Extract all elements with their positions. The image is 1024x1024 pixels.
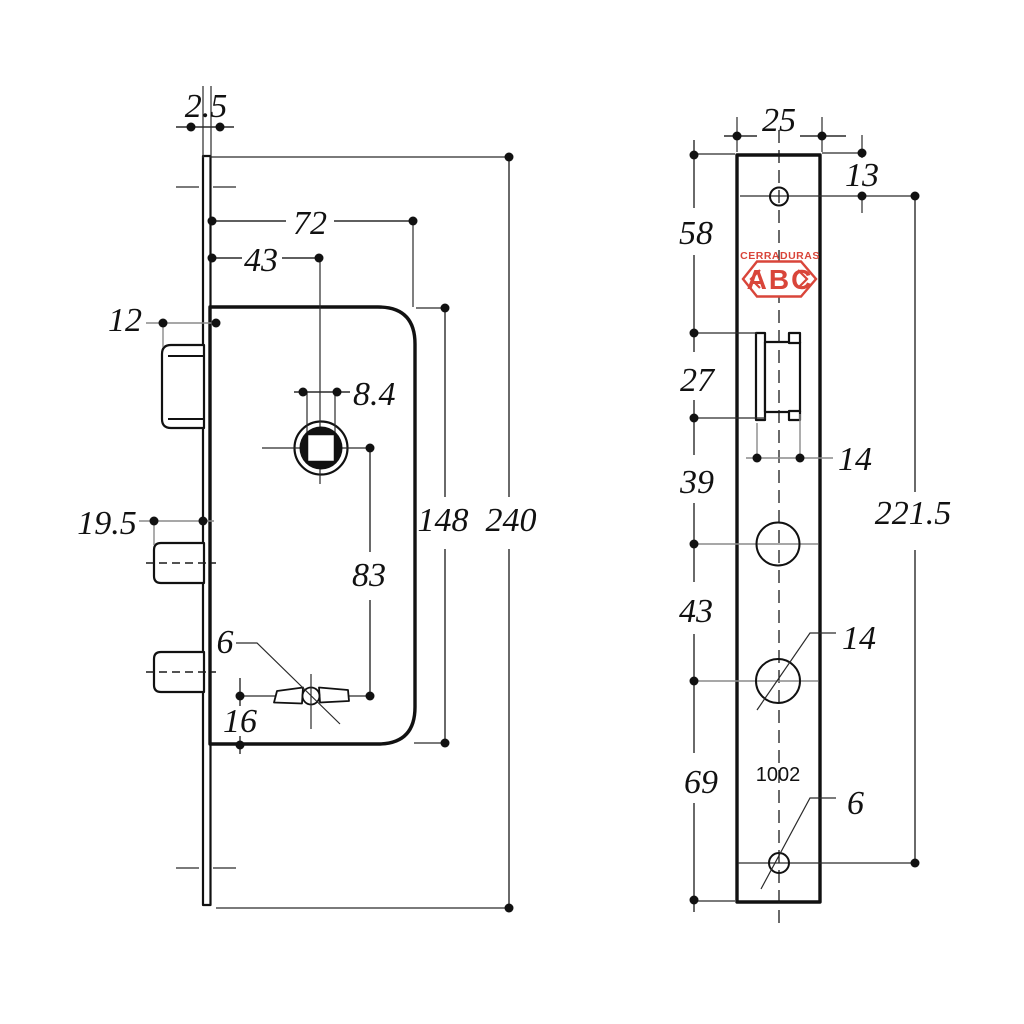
dim-keyhole-to-bottom: 16	[223, 703, 257, 740]
front-view-labels: 25 13 58 27 14 39 221.5 43 14 69 6 1002	[679, 102, 951, 822]
dim-spindle-square: 8.4	[353, 376, 396, 413]
dim-body-height: 148	[418, 502, 469, 539]
dim-latch-cutout-height: 27	[680, 362, 716, 399]
side-view-labels: 2.5 72 43 12 8.4 19.5 148 240 83 6 16	[77, 88, 536, 740]
latch-cutout-top-tab	[787, 331, 802, 345]
dim-backset: 43	[244, 242, 278, 279]
spindle-hub	[299, 426, 343, 470]
side-view-objects	[152, 154, 417, 907]
spindle-hole-front	[755, 521, 801, 567]
side-view-dim-lines	[139, 86, 510, 909]
dim-faceplate-thickness: 2.5	[185, 88, 228, 125]
keyhole-wing-right	[318, 686, 350, 704]
dim-faceplate-width: 25	[762, 102, 796, 139]
break-marks	[176, 186, 236, 869]
dim-cylinder-to-bottom: 69	[684, 764, 718, 801]
dim-faceplate-length: 240	[486, 502, 537, 539]
dim-latch-offset: 12	[108, 302, 142, 339]
model-number: 1002	[756, 764, 801, 786]
dim-bottom-hole-diameter: 6	[847, 785, 864, 822]
latch-cutout-bottom-tab	[787, 409, 802, 422]
logo-text-abc: ABC	[747, 264, 814, 295]
dim-spindle-to-cylinder: 43	[679, 593, 713, 630]
latch-cutout-left-strip	[754, 331, 767, 422]
dim-keyhole-diameter: 6	[217, 624, 234, 661]
dim-body-depth: 72	[293, 205, 327, 242]
brand-logo: CERRADURAS ABC	[740, 250, 820, 298]
bottom-screw-hole	[768, 852, 790, 874]
latch-bolt-side	[160, 343, 206, 430]
leader-keyhole-6	[236, 642, 341, 725]
logo-chevron-left-icon	[749, 269, 761, 289]
logo-chevron-right-icon	[797, 269, 809, 289]
cylinder-hole-front	[755, 658, 801, 704]
front-view-holes	[755, 186, 801, 874]
dim-cylinder-hole-diameter: 14	[842, 620, 876, 657]
leader-bottom-hole-6	[760, 797, 836, 890]
dim-hole-spacing: 221.5	[875, 495, 952, 532]
dim-top-hole-offset: 13	[845, 157, 879, 194]
top-screw-hole	[769, 186, 789, 207]
dim-top-to-latch: 58	[679, 215, 713, 252]
lock-body	[208, 305, 417, 746]
leader-cylinder-14	[756, 632, 836, 711]
dim-latch-cutout-width: 14	[838, 441, 872, 478]
leader-lines	[236, 632, 836, 890]
dim-spindle-to-keyhole: 83	[352, 557, 386, 594]
logo-text-cerraduras: CERRADURAS	[740, 250, 820, 262]
spindle-square-hole	[306, 433, 336, 463]
latch-cutout-main	[763, 340, 802, 414]
dimension-dots	[149, 122, 920, 913]
dim-deadbolt-offset: 19.5	[77, 505, 137, 542]
dim-latch-to-spindle: 39	[679, 464, 714, 501]
